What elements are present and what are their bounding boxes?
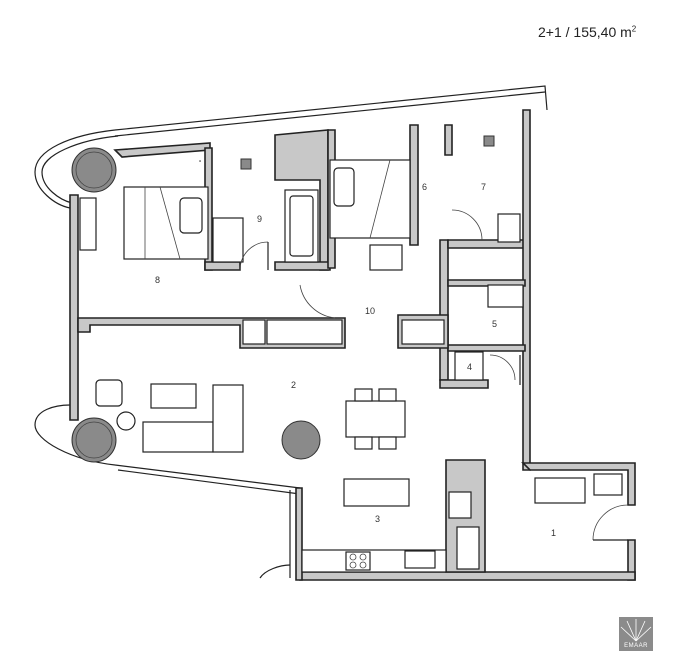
column-bottom [71,417,117,463]
wardrobe-unit-a [242,319,266,345]
room-labels: 1 2 3 4 5 6 7 8 9 10 [155,182,556,538]
vanity-5 [487,284,524,308]
room-label-9: 9 [257,214,262,224]
room-label-6: 6 [422,182,427,192]
facade [34,85,548,579]
oven-unit [456,526,480,570]
room-label-7: 7 [481,182,486,192]
sunburst-icon [620,619,652,642]
kitchen-sink [404,550,436,569]
room-label-4: 4 [467,362,472,372]
unit-title: 2+1 / 155,40 m2 [538,24,636,40]
column-top [71,147,117,193]
cooktop [345,551,371,571]
washer-4 [454,351,484,381]
unit-area: 155,40 m [573,24,632,40]
column-bottom-inner [75,421,113,459]
coffee-table [150,383,197,409]
round-rug [281,420,321,460]
room-label-8: 8 [155,275,160,285]
dining-table [345,400,406,438]
side-table [116,411,136,431]
vanity-9 [212,217,244,263]
doors [239,209,629,541]
room-label-1: 1 [551,528,556,538]
pillow-8 [179,197,203,234]
furniture [79,135,623,573]
wardrobe-6 [369,244,403,271]
vanity-7 [497,213,521,243]
armchair [95,379,123,407]
shoe-cabinet [534,477,586,504]
kitchen-island [343,478,410,507]
area-superscript: 2 [631,24,637,34]
emaar-logo: EMAAR [619,617,653,651]
pillow-6 [333,167,355,207]
fridge [448,491,472,519]
room-label-5: 5 [492,319,497,329]
sofa [142,421,214,453]
shower-tray-7 [483,135,495,147]
logo-text: EMAAR [624,643,648,649]
sofa-chaise [212,384,244,453]
title-separator: / [561,24,574,40]
room-label-3: 3 [375,514,380,524]
tv-unit-8 [79,197,97,251]
wardrobe-10 [401,319,445,345]
room-label-10: 10 [365,306,375,316]
wardrobe-8 [266,319,343,345]
column-top-inner [75,151,113,189]
room-label-2: 2 [291,380,296,390]
shower-tray-9 [240,158,252,170]
unit-type: 2+1 [538,24,562,40]
entry-console [593,473,623,496]
